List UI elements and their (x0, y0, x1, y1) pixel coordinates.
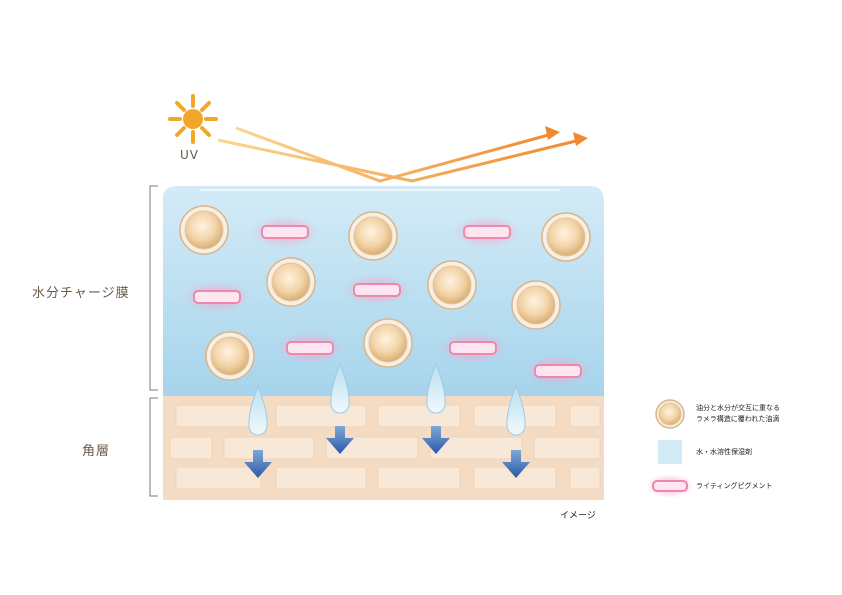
skin-cell (169, 436, 213, 460)
image-caption: イメージ (560, 511, 596, 521)
uv-ray-1 (235, 126, 553, 183)
oil-droplet (266, 257, 316, 307)
down-arrow-icon (244, 450, 272, 478)
water-drop-arrow (502, 384, 530, 478)
uv-ray-2 (217, 138, 581, 183)
uv-ray-2-arrowhead (573, 132, 588, 146)
pigment-capsule-icon (646, 474, 694, 498)
skin-cell (569, 466, 601, 490)
oil-droplet (205, 331, 255, 381)
water-drop-arrow (244, 384, 272, 478)
legend-item-pigment: ライティングピグメント (652, 481, 772, 492)
legend-item-moisturizer: 水・水溶性保湿剤 (652, 447, 752, 458)
pigment-capsule (343, 274, 411, 306)
pigment-capsule (183, 281, 251, 313)
stratum-corneum (163, 392, 604, 500)
skin-cell (175, 466, 262, 490)
pigment-capsule (439, 332, 507, 364)
legend-pigment-text: ライティングピグメント (696, 482, 773, 490)
legend-oil-line-1: 油分と水分が交互に重なる (696, 404, 780, 412)
down-arrow-icon (502, 450, 530, 478)
water-drop-icon (330, 362, 350, 414)
skin-cell (533, 436, 601, 460)
skin-cell (377, 466, 461, 490)
water-drop-arrow (422, 362, 450, 454)
water-drop-icon (248, 384, 268, 436)
legend-moisturizer-text: 水・水溶性保湿剤 (696, 448, 752, 456)
oil-droplets (179, 205, 591, 381)
legend-oil-line-2: ラメラ構造に覆われた油滴 (696, 415, 780, 423)
pigment-capsule (251, 216, 319, 248)
pigment-capsule (524, 355, 592, 387)
uv-rays (217, 126, 588, 183)
down-arrow-icon (422, 426, 450, 454)
uv-label: UV (180, 148, 199, 162)
water-drop-icon (426, 362, 446, 414)
oil-droplet (427, 260, 477, 310)
skin-cell (429, 436, 523, 460)
oil-droplet (541, 212, 591, 262)
oil-droplet (179, 205, 229, 255)
pigment-capsule (453, 216, 521, 248)
skin-cell (569, 404, 601, 428)
legend-item-oil: 油分と水分が交互に重なる ラメラ構造に覆われた油滴 (652, 403, 780, 425)
uv-ray-1-arrowhead (545, 126, 560, 140)
sun-icon (168, 94, 218, 144)
skin-cell (223, 436, 315, 460)
oil-droplet-icon (655, 399, 685, 429)
skin-cell (175, 404, 262, 428)
oil-droplet (511, 280, 561, 330)
skin-cell (377, 404, 461, 428)
oil-droplet (363, 318, 413, 368)
water-drop-icon (506, 384, 526, 436)
skin-cell (275, 466, 367, 490)
film-bracket (149, 185, 158, 391)
moisturizer-square-icon (658, 440, 682, 464)
stratum-corneum-label: 角層 (82, 444, 111, 459)
stratum-bracket (149, 397, 158, 497)
oil-droplet (348, 211, 398, 261)
moisture-film-label: 水分チャージ膜 (32, 286, 130, 301)
skin-cell (275, 404, 367, 428)
pigments (183, 216, 592, 387)
pigment-capsule (276, 332, 344, 364)
down-arrow-icon (326, 426, 354, 454)
water-drop-arrow (326, 362, 354, 454)
